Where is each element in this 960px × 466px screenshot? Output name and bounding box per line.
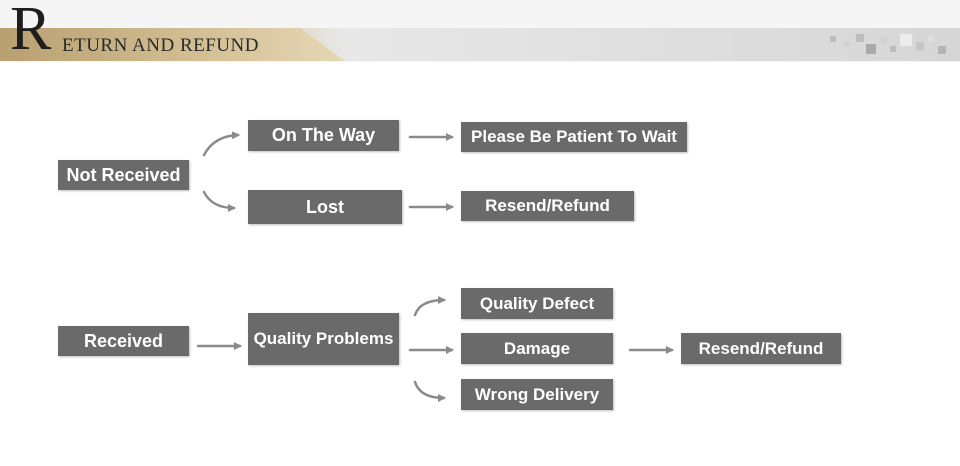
node-wrong-delivery: Wrong Delivery	[461, 379, 613, 410]
arrow-quality-to-defect	[413, 296, 446, 317]
node-resend-refund-damage: Resend/Refund	[681, 333, 841, 364]
pixel-decoration	[830, 32, 950, 58]
node-quality-defect: Quality Defect	[461, 288, 613, 319]
node-please-wait: Please Be Patient To Wait	[461, 122, 687, 152]
arrow-not-received-to-lost	[202, 190, 236, 212]
page-title: ETURN AND REFUND	[62, 35, 259, 56]
arrow-quality-to-wrong	[413, 380, 446, 402]
header-gold-shade	[0, 28, 345, 61]
node-resend-refund-lost: Resend/Refund	[461, 191, 634, 221]
node-lost: Lost	[248, 190, 402, 224]
node-damage: Damage	[461, 333, 613, 364]
arrow-not-received-to-on-the-way	[202, 131, 240, 157]
node-quality-problems: Quality Problems	[248, 313, 399, 365]
node-on-the-way: On The Way	[248, 120, 399, 151]
title-initial: R	[10, 0, 52, 63]
node-not-received: Not Received	[58, 160, 189, 190]
node-received: Received	[58, 326, 189, 356]
